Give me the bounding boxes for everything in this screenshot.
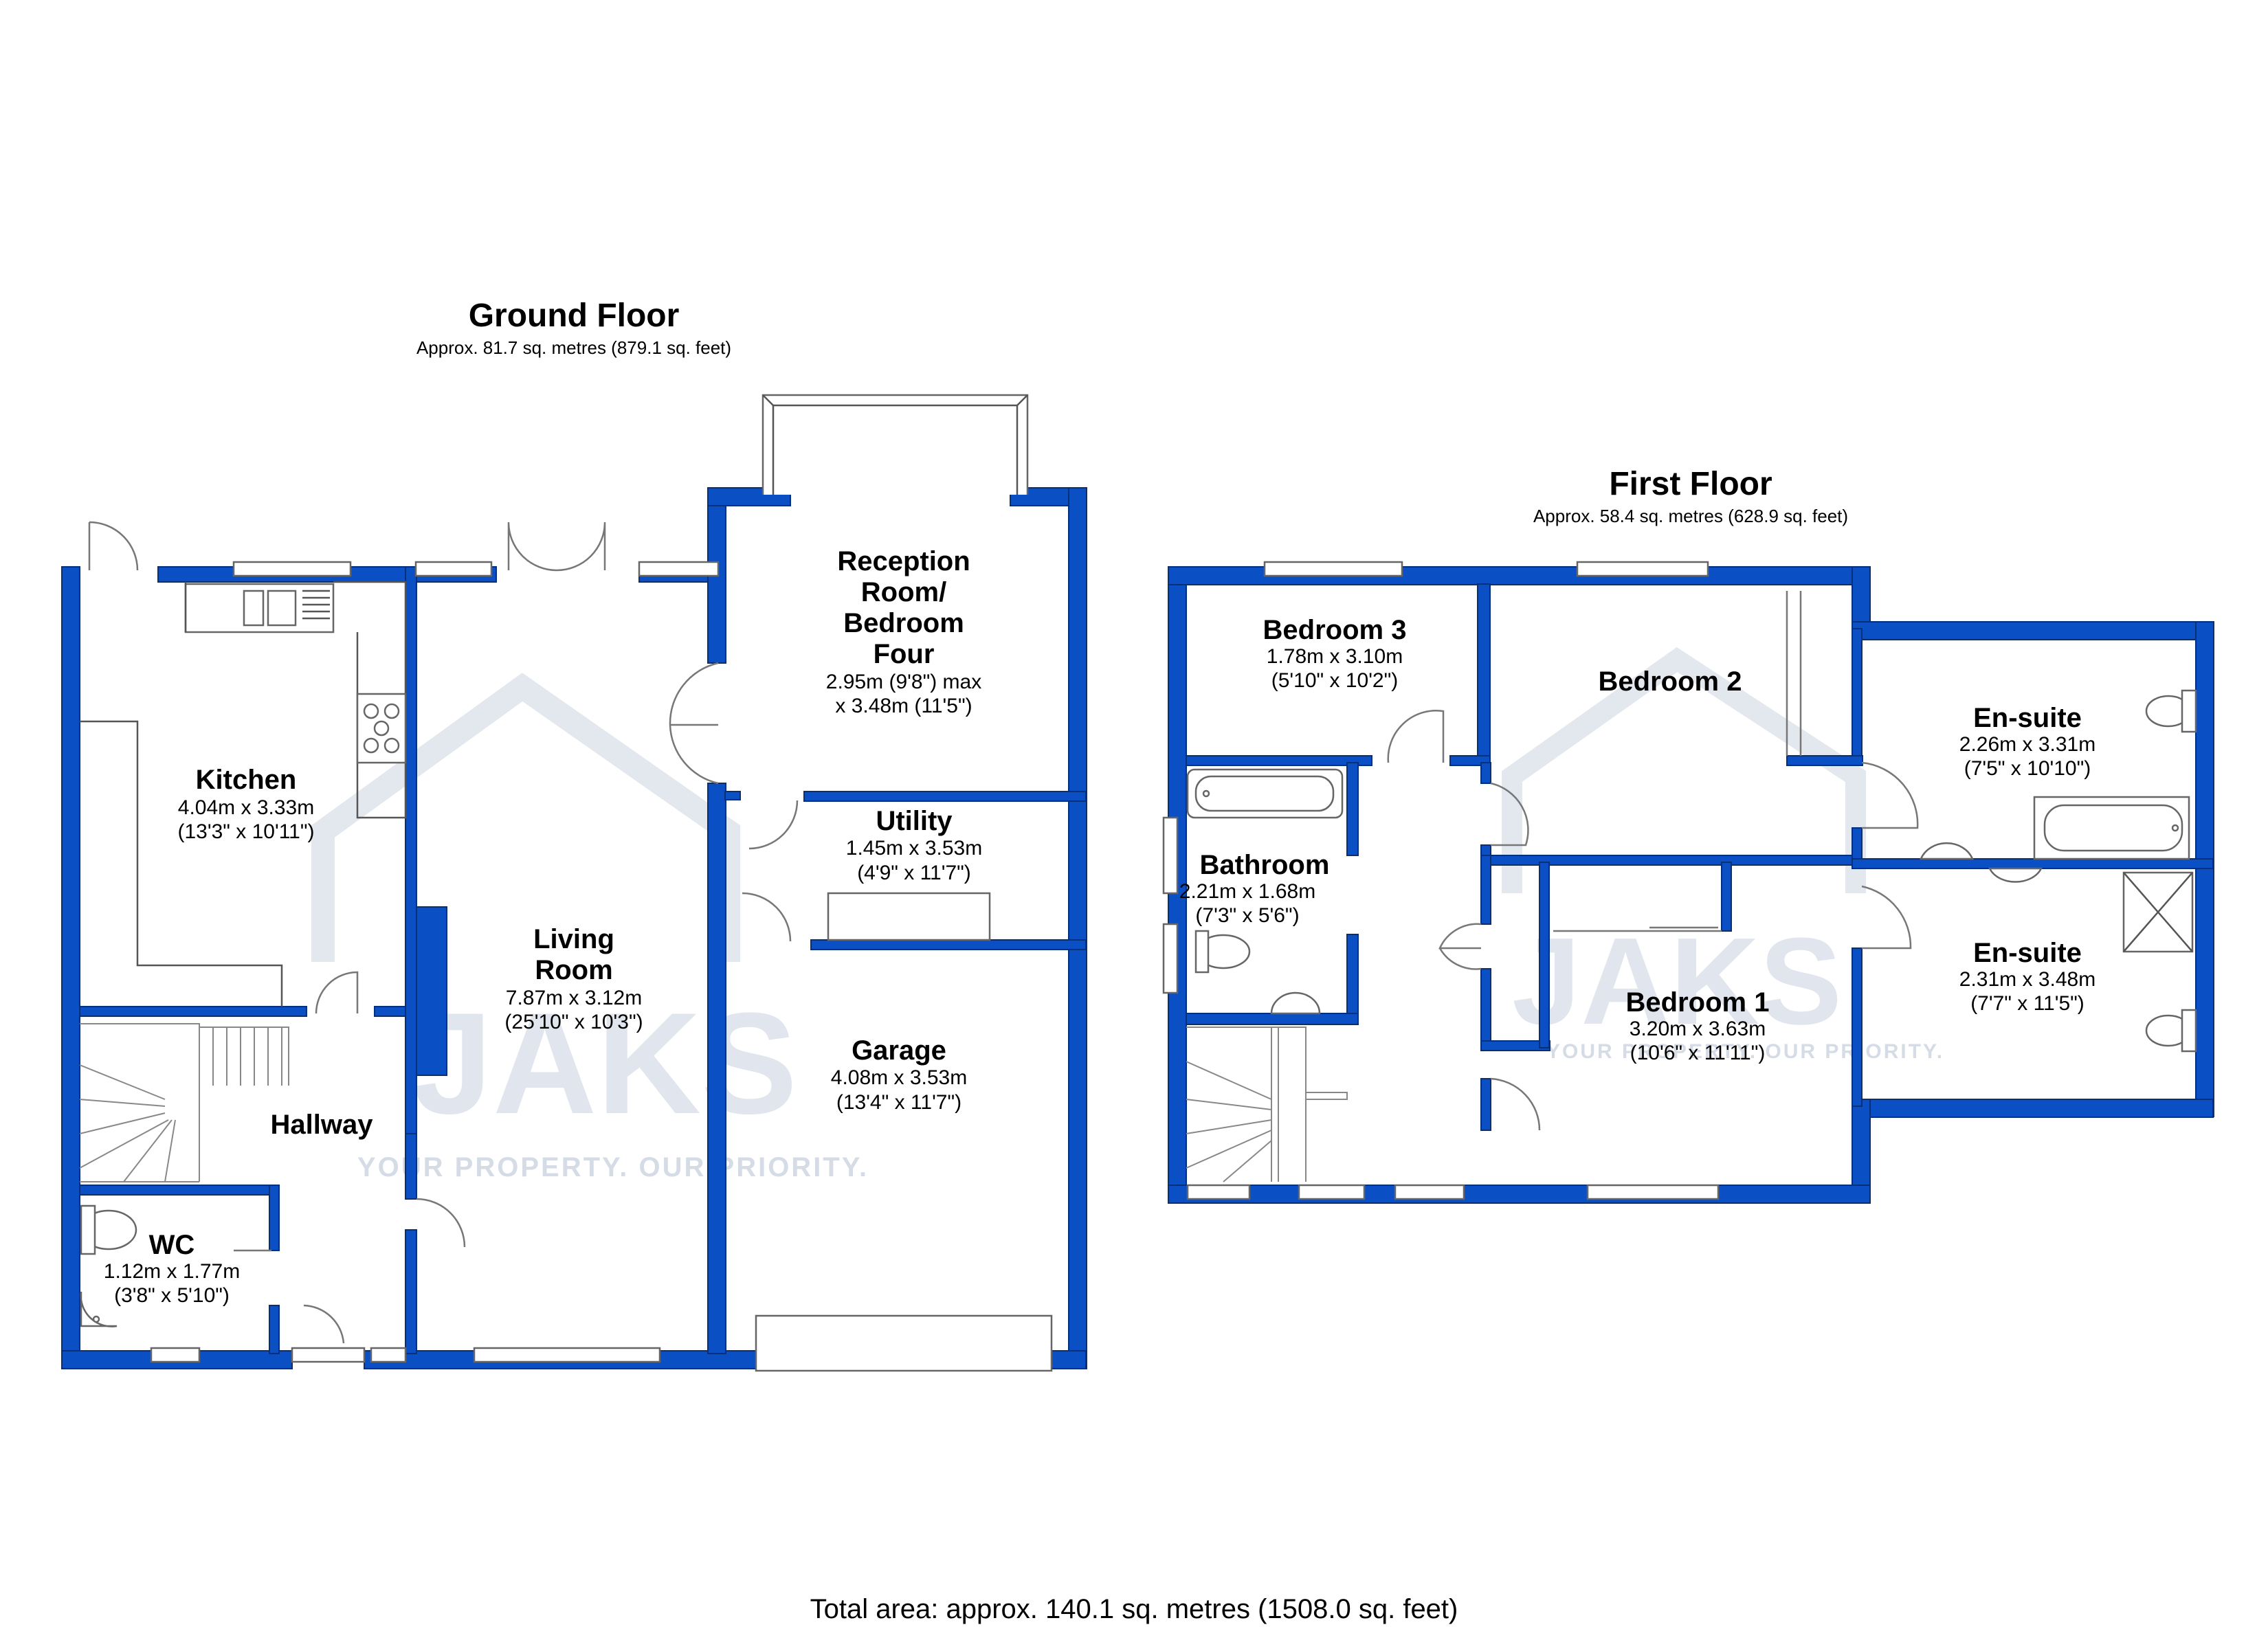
reception-dim-ft: x 3.48m (11'5") xyxy=(835,695,972,717)
reception-bay-window xyxy=(761,394,1029,495)
first-floor-windows xyxy=(1162,561,1720,1200)
total-area: Total area: approx. 140.1 sq. metres (15… xyxy=(810,1594,1458,1624)
utility-fixtures xyxy=(827,892,991,941)
ground-floor-walls xyxy=(61,487,1087,1369)
reception-name-1: Reception xyxy=(837,546,970,576)
ensuite-fixtures xyxy=(1920,689,2197,1053)
first-floor-walls xyxy=(1168,566,2214,1204)
garage-dim-m: 4.08m x 3.53m xyxy=(831,1066,967,1089)
living-name-1: Living xyxy=(533,924,614,954)
bathroom-dim-m: 2.21m x 1.68m xyxy=(1179,880,1315,903)
ground-stairs xyxy=(79,1023,289,1182)
ensuite2-name: En-suite xyxy=(1973,938,2082,968)
reception-name-2: Room/ xyxy=(861,577,946,607)
garage-name: Garage xyxy=(852,1035,946,1066)
ground-floor-windows xyxy=(150,561,1053,1372)
bathroom-name: Bathroom xyxy=(1200,850,1330,880)
watermark-ground: JAKS YOUR PROPERTY. OUR PRIORITY. xyxy=(311,673,869,1182)
bedroom3-name: Bedroom 3 xyxy=(1263,615,1407,645)
utility-dim-ft: (4'9" x 11'7") xyxy=(857,862,971,884)
bathroom-fixtures xyxy=(1186,768,1344,1015)
ensuite1-name: En-suite xyxy=(1973,703,2082,733)
watermark-logo-first: JAKS xyxy=(1512,912,1842,1051)
ground-floor-labels: Ground Floor Approx. 81.7 sq. metres (87… xyxy=(104,298,982,1307)
kitchen-dim-ft: (13'3" x 10'11") xyxy=(178,820,315,843)
wc-dim-m: 1.12m x 1.77m xyxy=(104,1260,240,1283)
watermark-tagline-ground: YOUR PROPERTY. OUR PRIORITY. xyxy=(357,1152,869,1182)
utility-name: Utility xyxy=(876,806,953,836)
living-dim-ft: (25'10" x 10'3") xyxy=(504,1011,643,1033)
reception-name-3: Bedroom xyxy=(843,608,964,638)
ensuite2-dim-m: 2.31m x 3.48m xyxy=(1959,968,2095,991)
living-name-2: Room xyxy=(535,955,612,985)
wc-dim-ft: (3'8" x 5'10") xyxy=(114,1284,230,1307)
kitchen-dim-m: 4.04m x 3.33m xyxy=(178,796,314,819)
bedroom3-dim-m: 1.78m x 3.10m xyxy=(1267,645,1403,668)
first-floor-area: Approx. 58.4 sq. metres (628.9 sq. feet) xyxy=(1533,506,1848,526)
ground-floor-title: Ground Floor xyxy=(469,298,680,334)
watermark-first: JAKS YOUR PROPERTY. OUR PRIORITY. xyxy=(1502,647,1944,1063)
bedroom3-dim-ft: (5'10" x 10'2") xyxy=(1271,669,1399,692)
bedroom2-name: Bedroom 2 xyxy=(1599,666,1742,697)
first-floor-doors xyxy=(1387,591,1919,1131)
bedroom1-dim-ft: (10'6" x 11'11") xyxy=(1630,1042,1766,1064)
first-floor-labels: First Floor Approx. 58.4 sq. metres (628… xyxy=(1179,466,2095,1064)
living-dim-m: 7.87m x 3.12m xyxy=(506,987,642,1009)
wc-fixtures xyxy=(80,1204,137,1327)
hallway-name: Hallway xyxy=(271,1110,374,1140)
ground-floor-area: Approx. 81.7 sq. metres (879.1 sq. feet) xyxy=(416,337,731,358)
bedroom1-dim-m: 3.20m x 3.63m xyxy=(1630,1018,1766,1040)
watermark-tagline-first: YOUR PROPERTY. OUR PRIORITY. xyxy=(1546,1040,1944,1063)
wc-name: WC xyxy=(149,1230,195,1260)
watermark-logo-ground: JAKS xyxy=(412,983,797,1144)
ensuite1-dim-m: 2.26m x 3.31m xyxy=(1959,733,2095,756)
kitchen-fixtures xyxy=(80,581,407,1007)
bathroom-dim-ft: (7'3" x 5'6") xyxy=(1195,904,1299,927)
kitchen-name: Kitchen xyxy=(196,765,297,795)
ensuite2-dim-ft: (7'7" x 11'5") xyxy=(1970,992,2084,1015)
first-stairs xyxy=(1186,1027,1348,1182)
garage-dim-ft: (13'4" x 11'7") xyxy=(836,1091,961,1114)
ensuite1-dim-ft: (7'5" x 10'10") xyxy=(1964,757,2091,780)
reception-dim-m: 2.95m (9'8") max xyxy=(826,671,981,693)
first-floor-title: First Floor xyxy=(1609,466,1772,502)
utility-dim-m: 1.45m x 3.53m xyxy=(846,837,982,860)
bedroom1-name: Bedroom 1 xyxy=(1626,987,1770,1018)
reception-name-4: Four xyxy=(874,639,935,669)
ground-floor-doors xyxy=(88,521,799,1344)
